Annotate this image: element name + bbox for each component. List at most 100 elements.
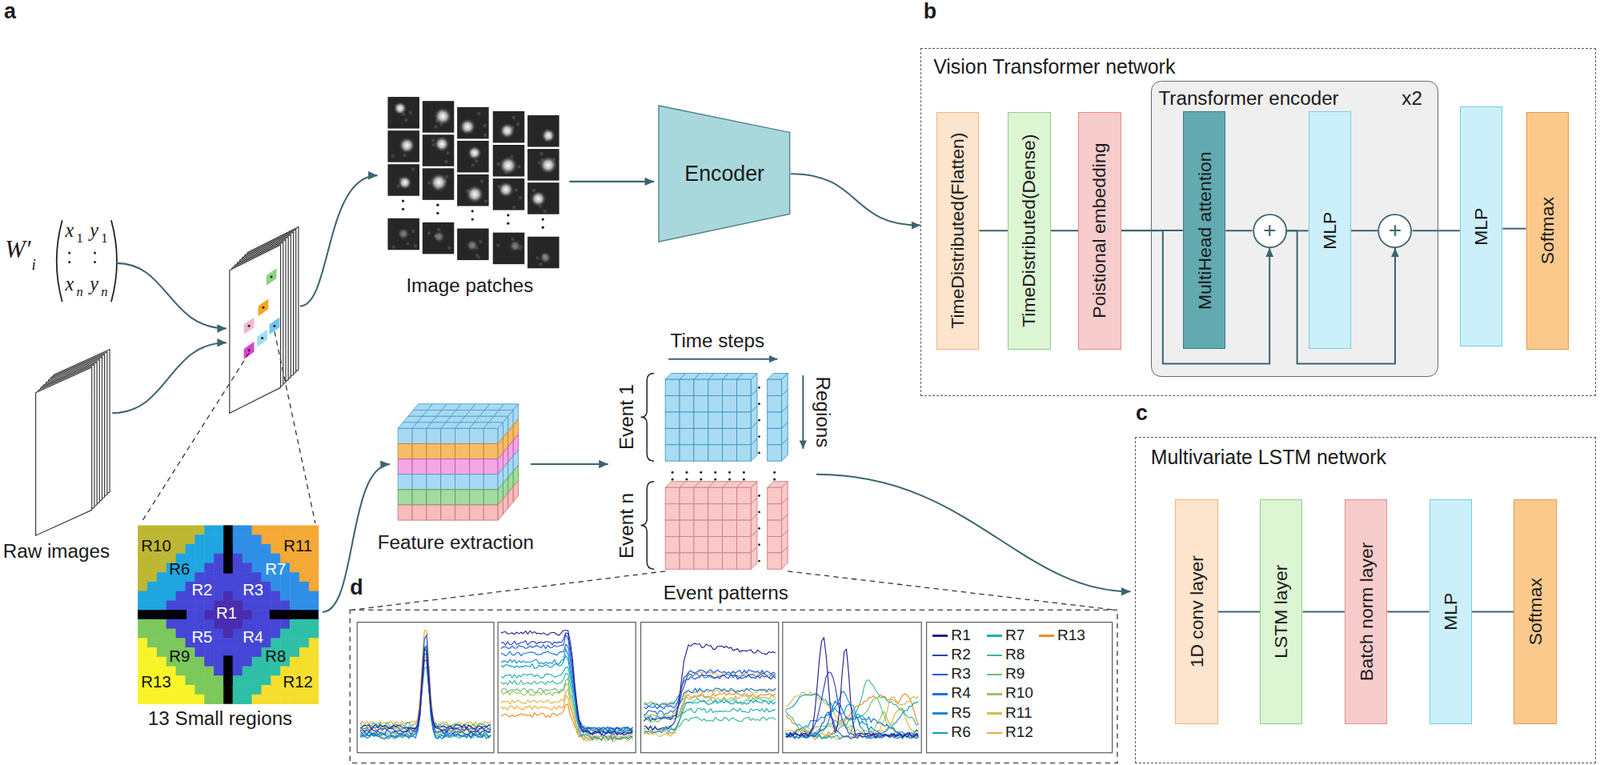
image-patch [493, 178, 526, 211]
ellipsis-dot [757, 402, 761, 406]
cell-blob [459, 118, 477, 136]
patch-noise [475, 253, 479, 257]
event-tensor [665, 396, 680, 413]
event-trace [501, 633, 633, 732]
legend-item: R6 [932, 723, 971, 742]
layer-box: MultiHead attention [1182, 111, 1227, 349]
region-cell [270, 685, 281, 695]
legend-item: R8 [986, 645, 1026, 664]
patch-noise [538, 262, 542, 266]
feature-cube [455, 474, 470, 490]
event-tensor [693, 553, 709, 570]
arrowhead [799, 440, 807, 449]
region-cell [137, 637, 148, 648]
feature-cube [469, 443, 484, 459]
region-cell [176, 685, 186, 695]
image-sheet [229, 244, 281, 414]
legend-text: R7 [1005, 626, 1025, 644]
connector-line [978, 229, 1008, 232]
region-cell [242, 619, 253, 630]
event-tensor [679, 379, 694, 396]
connector [1471, 611, 1514, 613]
legend-text: R3 [950, 665, 971, 682]
region-label: R9 [168, 647, 190, 666]
patch-noise [445, 160, 449, 164]
event-trace [785, 637, 919, 738]
ellipsis-dot [713, 478, 717, 482]
ellipsis-dot [757, 560, 761, 563]
feature-cube [412, 474, 427, 490]
region-cell [280, 629, 290, 639]
roi-marker [266, 268, 277, 286]
roi-centre [270, 276, 273, 279]
arrowhead [598, 460, 609, 469]
region-cell [204, 657, 214, 667]
region-cell [156, 553, 167, 564]
region-cell [137, 562, 148, 573]
patch-noise [405, 118, 409, 122]
legend-text: R8 [1005, 645, 1025, 663]
figure-label: Event patterns [663, 582, 789, 605]
region-cell [176, 525, 186, 535]
event-tensor [781, 438, 789, 462]
region-cell [176, 666, 186, 677]
event-tensor [722, 379, 738, 396]
feature-cube [426, 428, 442, 444]
region-cell [299, 619, 309, 630]
region-cell [252, 619, 262, 630]
region-cell [156, 591, 167, 602]
region-cell [252, 525, 262, 535]
flow-arrow [116, 263, 227, 329]
roi-centre [260, 336, 264, 340]
transformer-block: Transformer encoderx2MultiHead attention… [1150, 80, 1440, 377]
legend-line-sample [986, 654, 1003, 658]
ellipsis-dot [728, 478, 731, 482]
region-cell [270, 534, 281, 545]
legend-text: R13 [1057, 626, 1086, 644]
region-divider [269, 609, 319, 619]
region-cell [280, 619, 290, 630]
zoom-leader [140, 352, 249, 524]
connector-line [1218, 610, 1260, 613]
matrix-dots [93, 252, 97, 255]
event-tensor [722, 428, 738, 445]
region-cell [299, 637, 309, 648]
region-cell [242, 572, 253, 582]
image-sheet [36, 367, 93, 536]
legend-text: R5 [950, 704, 971, 722]
layer-label: Poistional embedding [1089, 143, 1111, 319]
region-divider [223, 655, 233, 704]
region-cell [204, 534, 214, 545]
patch-noise [518, 196, 522, 200]
layer-box: TimeDistributed(Flatten) [936, 112, 980, 350]
region-divider [223, 525, 233, 574]
region-cell [261, 544, 272, 554]
flow-arrow [816, 474, 1131, 593]
ellipsis-dot [713, 471, 717, 474]
region-cell [232, 525, 243, 535]
region-cell [252, 694, 262, 705]
region-cell [166, 694, 177, 705]
roi-centre [248, 324, 251, 328]
event-trace [360, 647, 491, 735]
region-cell [176, 600, 186, 610]
panel-letter: b [923, 0, 937, 24]
region-cell [176, 637, 186, 648]
layer-label: TimeDistributed(Flatten) [946, 132, 968, 329]
layer-box: Poistional embedding [1078, 112, 1122, 350]
zoom-leader [274, 331, 316, 524]
region-cell [213, 675, 224, 686]
event-trace [643, 688, 775, 715]
region-label: R5 [191, 627, 213, 646]
legend-line-sample [932, 634, 948, 638]
region-cell [176, 544, 186, 554]
image-patch [493, 232, 526, 265]
matrix-dots [68, 260, 71, 264]
flow-arrow [112, 342, 227, 414]
cell-blob [499, 122, 516, 139]
event-tensor [736, 428, 751, 445]
ellipsis-dot [757, 527, 761, 530]
patch-noise [517, 164, 522, 169]
region-cell [270, 581, 281, 592]
feature-cube [469, 428, 484, 444]
